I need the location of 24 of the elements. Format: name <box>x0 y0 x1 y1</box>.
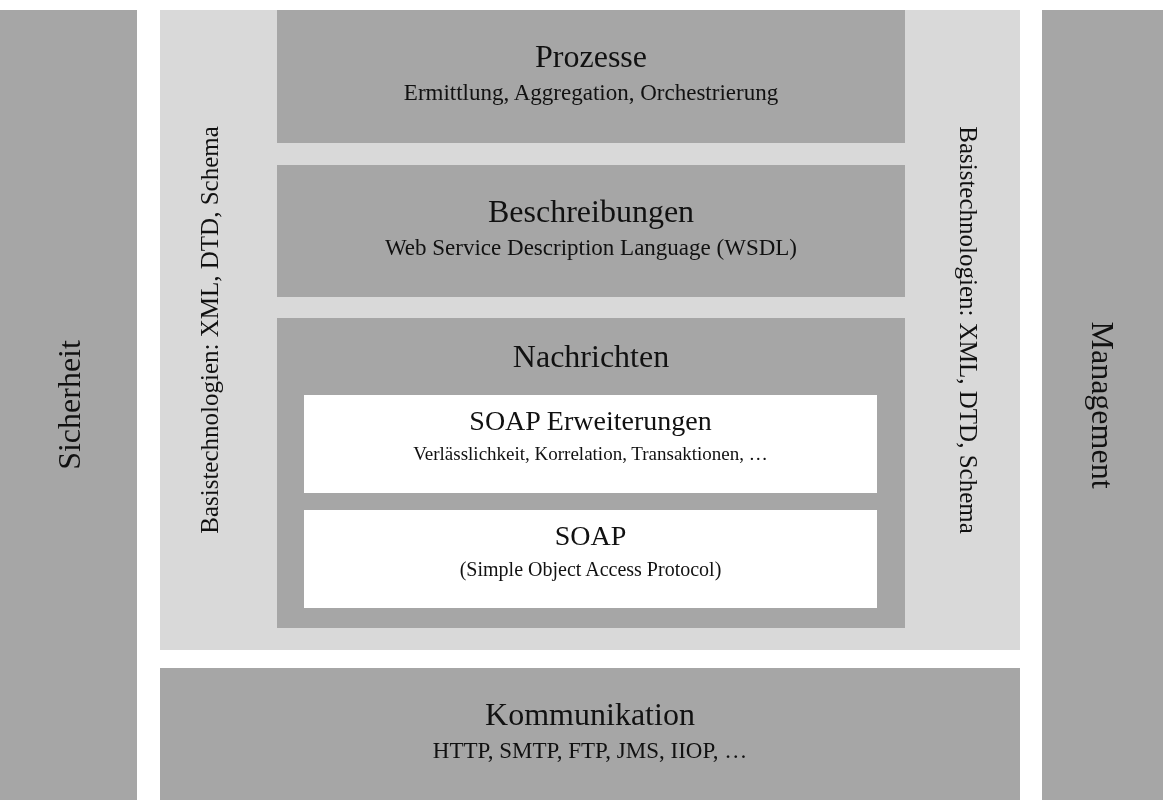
layer-panel <box>160 10 1020 650</box>
layer-title: SOAP Erweiterungen <box>469 405 712 437</box>
layer-title: Beschreibungen <box>487 193 695 230</box>
layer-box <box>304 510 877 608</box>
layer-box <box>277 165 905 297</box>
layer-box <box>277 318 905 628</box>
side-panel <box>0 10 137 800</box>
side-label: Basistechnologien: XML, DTD, Schema <box>954 126 982 534</box>
side-panel <box>1042 10 1163 800</box>
layer-box <box>160 668 1020 800</box>
layer-title: Kommunikation <box>485 696 695 733</box>
layer-title: SOAP <box>554 520 627 552</box>
layer-subtitle: (Simple Object Access Protocol) <box>459 558 722 581</box>
layer-title: Nachrichten <box>512 338 670 375</box>
layer-box <box>277 10 905 143</box>
layer-subtitle: Web Service Description Language (WSDL) <box>385 235 797 261</box>
layer-title: Management <box>1084 321 1121 489</box>
layer-subtitle: HTTP, SMTP, FTP, JMS, IIOP, … <box>432 738 748 764</box>
layer-subtitle: Verlässlichkeit, Korrelation, Transaktionen, … <box>413 443 768 465</box>
side-label: Basistechnologien: XML, DTD, Schema <box>196 126 224 534</box>
layer-title: Prozesse <box>535 38 647 75</box>
layer-subtitle: Ermittlung, Aggregation, Orchestrierung <box>403 80 779 106</box>
layer-title: Sicherheit <box>50 340 87 470</box>
layer-box <box>304 395 877 493</box>
